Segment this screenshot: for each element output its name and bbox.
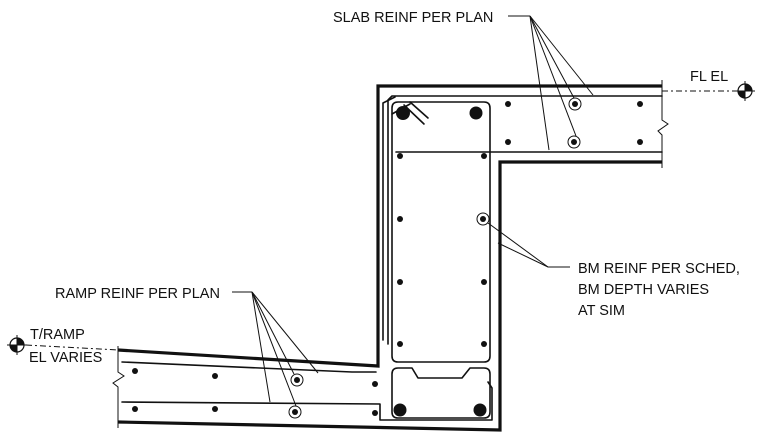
rebar-dot-icon [481, 341, 487, 347]
rebar-dot-icon [481, 279, 487, 285]
rebar-dot-icon [132, 368, 138, 374]
rebar-dot-icon [372, 381, 378, 387]
rebar-dot-icon [212, 373, 218, 379]
ramp-reinf-label: RAMP REINF PER PLAN [55, 286, 220, 302]
rebar-dot-icon [397, 341, 403, 347]
elevation-marker-icon [7, 335, 27, 355]
rebar-dot-icon [567, 135, 581, 149]
rebar-dot-icon [212, 406, 218, 412]
rebar-dot-icon [476, 212, 490, 226]
bm-reinf-label-line1: BM REINF PER SCHED, [578, 261, 740, 277]
rebar-dot-icon [481, 153, 487, 159]
rebar-dot-icon [397, 153, 403, 159]
rebar-dot-icon [393, 403, 407, 417]
rebar-dot-icon [637, 101, 643, 107]
rebar-dot-icon [132, 406, 138, 412]
elevation-marker-icon [735, 81, 755, 101]
rebar-dot-icon [397, 216, 403, 222]
rebar-dot-icon [290, 373, 304, 387]
leader-lines [232, 15, 594, 407]
rebar-dot-icon [372, 410, 378, 416]
bm-reinf-label-line2: BM DEPTH VARIES [578, 282, 709, 298]
rebar-dot-icon [469, 106, 483, 120]
rebar-bars [132, 97, 643, 419]
break-line-icon [112, 346, 125, 428]
rebar-dot-icon [473, 403, 487, 417]
t-ramp-marker [7, 335, 119, 355]
concrete-outline [117, 84, 662, 432]
rebar-dot-icon [396, 106, 410, 120]
bm-reinf-label-line3: AT SIM [578, 303, 625, 319]
rebar-dot-icon [505, 139, 511, 145]
el-varies-label: EL VARIES [29, 350, 102, 366]
rebar-dot-icon [397, 279, 403, 285]
rebar-dot-icon [288, 405, 302, 419]
fl-el-marker [662, 81, 755, 101]
break-line-icon [657, 80, 669, 168]
reinforcement [121, 95, 663, 421]
rebar-dot-icon [637, 139, 643, 145]
rebar-dot-icon [505, 101, 511, 107]
slab-reinf-label: SLAB REINF PER PLAN [333, 10, 493, 26]
rebar-dot-icon [568, 97, 582, 111]
fl-el-label: FL EL [690, 69, 728, 85]
t-ramp-label: T/RAMP [30, 327, 85, 343]
